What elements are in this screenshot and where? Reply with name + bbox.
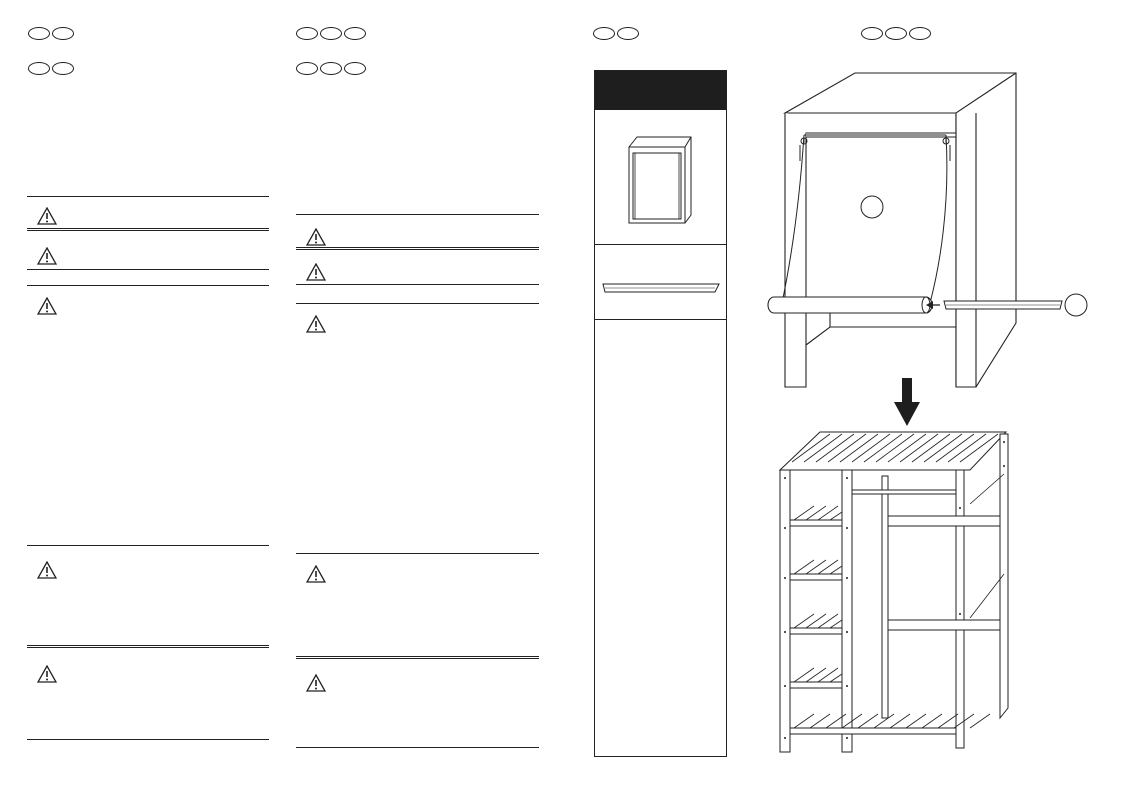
language-markers-row-1 (296, 27, 366, 40)
language-marker (593, 27, 615, 40)
parts-panel-header (595, 71, 726, 110)
language-marker (296, 62, 318, 75)
section-rule (27, 285, 269, 286)
language-markers-row-2 (28, 62, 74, 75)
warning-icon (306, 315, 326, 333)
warning-icon (37, 561, 57, 579)
language-marker (296, 27, 318, 40)
warning-icon (306, 674, 326, 692)
language-markers-row-2 (296, 62, 366, 75)
language-marker (320, 27, 342, 40)
section-rule (27, 545, 269, 546)
language-marker (861, 27, 883, 40)
rail-bar-part (602, 283, 720, 293)
callout-circle (1064, 293, 1088, 317)
language-markers-row-1 (28, 27, 74, 40)
section-rule (296, 247, 539, 250)
panel-divider (595, 319, 726, 320)
language-marker (52, 27, 74, 40)
warning-icon (37, 247, 57, 265)
section-rule (27, 269, 269, 270)
language-marker (885, 27, 907, 40)
section-rule (27, 196, 269, 197)
language-marker (28, 62, 50, 75)
language-marker (52, 62, 74, 75)
warning-icon (37, 297, 57, 315)
warning-icon (37, 207, 57, 225)
shelving-unit-illustration (778, 431, 1009, 753)
language-marker (617, 27, 639, 40)
section-rule (296, 553, 539, 554)
section-rule (296, 747, 539, 748)
language-marker (28, 27, 50, 40)
warning-icon (306, 565, 326, 583)
section-rule (296, 214, 539, 215)
language-marker (344, 62, 366, 75)
language-markers-parts (593, 27, 639, 40)
language-marker (909, 27, 931, 40)
language-marker (320, 62, 342, 75)
warning-icon (37, 665, 57, 683)
section-rule (296, 284, 539, 285)
section-rule (27, 645, 269, 648)
panel-divider (595, 244, 726, 245)
warning-icon (306, 228, 326, 246)
callout-circle (860, 195, 884, 219)
language-markers-illustration (861, 27, 931, 40)
section-rule (296, 656, 539, 659)
warning-icon (306, 263, 326, 281)
canopy-frame-illustration (767, 72, 1088, 388)
section-rule (296, 303, 539, 304)
cabinet-frame-part (628, 136, 692, 224)
language-marker (344, 27, 366, 40)
parts-panel (594, 70, 727, 757)
section-rule (27, 739, 269, 740)
arrow-down-icon (894, 378, 920, 426)
section-rule (27, 228, 269, 231)
